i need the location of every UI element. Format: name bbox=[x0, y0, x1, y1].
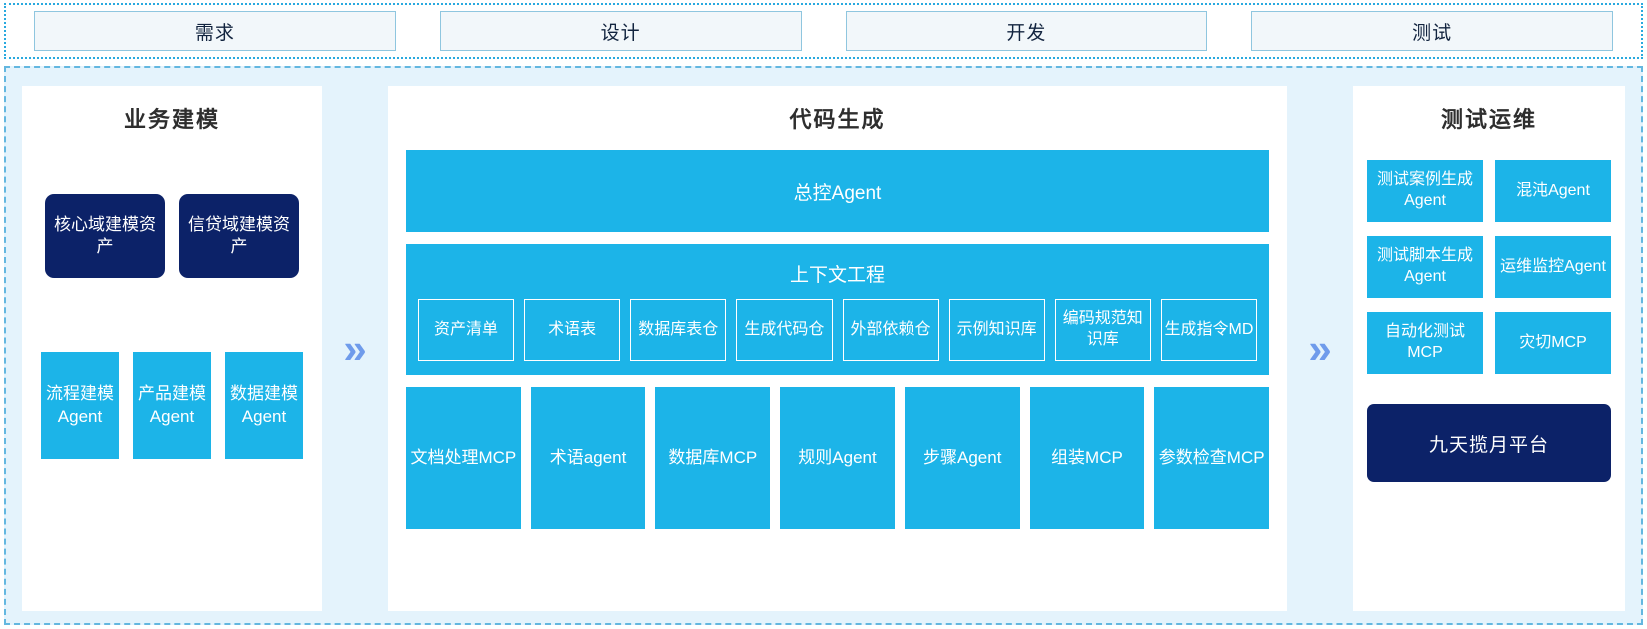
context-item-label: 示例知识库 bbox=[956, 320, 1037, 338]
asset-card-credit-domain[interactable]: 信贷域建模资产 bbox=[179, 194, 299, 278]
context-item-row: 资产清单 术语表 数据库表仓 生成代码仓 外部依赖仓 bbox=[418, 299, 1257, 361]
panel-title-code-generation: 代码生成 bbox=[789, 107, 886, 132]
context-item-glossary[interactable]: 术语表 bbox=[524, 299, 621, 361]
asset-card-label: 信贷域建模资产 bbox=[188, 214, 290, 256]
panel-test-operations: 测试运维 测试案例生成Agent 混沌Agent 测试脚本生成Agent 运维监… bbox=[1353, 86, 1625, 611]
platform-card-jiutian-lanyue[interactable]: 九天揽月平台 bbox=[1367, 404, 1611, 482]
business-asset-row: 核心域建模资产 信贷域建模资产 bbox=[36, 194, 308, 278]
context-item-label: 数据库表仓 bbox=[638, 320, 719, 338]
tool-card-rule-agent[interactable]: 规则Agent bbox=[780, 387, 895, 529]
panel-code-generation: 代码生成 总控Agent 上下文工程 资产清单 术语表 bbox=[388, 86, 1287, 611]
test-ops-card-ops-monitoring-agent[interactable]: 运维监控Agent bbox=[1495, 236, 1611, 298]
context-item-asset-inventory[interactable]: 资产清单 bbox=[418, 299, 515, 361]
asset-card-label: 核心域建模资产 bbox=[54, 214, 156, 256]
tool-card-label: 规则Agent bbox=[798, 447, 877, 467]
test-ops-card-test-script-generation-agent[interactable]: 测试脚本生成Agent bbox=[1367, 236, 1483, 298]
context-item-label: 编码规范知识库 bbox=[1062, 310, 1143, 348]
platform-card-label: 九天揽月平台 bbox=[1428, 434, 1549, 456]
double-chevron-right-icon: » bbox=[322, 86, 388, 611]
test-ops-card-test-case-generation-agent[interactable]: 测试案例生成Agent bbox=[1367, 160, 1483, 222]
context-item-label: 生成代码仓 bbox=[744, 320, 825, 338]
stage-label: 测试 bbox=[1412, 22, 1453, 44]
agent-card-process-modeling[interactable]: 流程建模Agent bbox=[41, 352, 119, 459]
context-item-generation-instruction-md[interactable]: 生成指令MD bbox=[1160, 299, 1257, 361]
stage-box-design[interactable]: 设计 bbox=[439, 11, 802, 51]
test-ops-card-grid: 测试案例生成Agent 混沌Agent 测试脚本生成Agent 运维监控Agen… bbox=[1367, 160, 1611, 374]
business-agent-row: 流程建模Agent 产品建模Agent 数据建模Agent bbox=[36, 352, 308, 459]
context-engineering-title: 上下文工程 bbox=[789, 265, 885, 286]
tool-card-label: 术语agent bbox=[549, 447, 627, 467]
chevron-glyph: » bbox=[1308, 324, 1332, 372]
tool-card-document-processing-mcp[interactable]: 文档处理MCP bbox=[406, 387, 521, 529]
main-area: 业务建模 核心域建模资产 信贷域建模资产 流程建模Agent 产品建模Agent… bbox=[4, 66, 1643, 625]
context-engineering-block: 上下文工程 资产清单 术语表 数据库表仓 生成代码仓 bbox=[406, 244, 1269, 375]
double-chevron-right-icon-2: » bbox=[1287, 86, 1353, 611]
tool-card-assembly-mcp[interactable]: 组装MCP bbox=[1029, 387, 1145, 529]
stage-label: 需求 bbox=[194, 22, 235, 44]
agent-card-product-modeling[interactable]: 产品建模Agent bbox=[133, 352, 211, 459]
stage-label: 设计 bbox=[600, 22, 641, 44]
context-item-label: 资产清单 bbox=[434, 320, 499, 338]
context-item-label: 外部依赖仓 bbox=[850, 320, 931, 338]
panel-business-modeling: 业务建模 核心域建模资产 信贷域建模资产 流程建模Agent 产品建模Agent… bbox=[22, 86, 322, 611]
panel-title-business-modeling: 业务建模 bbox=[123, 107, 220, 132]
test-ops-card-label: 灾切MCP bbox=[1519, 333, 1587, 351]
test-ops-card-label: 混沌Agent bbox=[1516, 181, 1590, 199]
agent-card-label: 数据建模Agent bbox=[230, 384, 298, 426]
chevron-glyph: » bbox=[343, 324, 367, 372]
context-item-label: 术语表 bbox=[548, 320, 597, 338]
test-ops-card-label: 测试脚本生成Agent bbox=[1376, 247, 1473, 285]
tool-card-label: 步骤Agent bbox=[923, 447, 1002, 467]
stage-bar: 需求 设计 开发 测试 bbox=[4, 3, 1643, 59]
code-generation-content: 总控Agent 上下文工程 资产清单 术语表 数据库表仓 bbox=[406, 150, 1270, 529]
tool-card-label: 参数检查MCP bbox=[1158, 447, 1265, 467]
tool-card-label: 数据库MCP bbox=[668, 447, 758, 467]
master-control-agent-label: 总控Agent bbox=[793, 182, 882, 204]
stage-box-testing[interactable]: 测试 bbox=[1251, 11, 1613, 51]
context-item-label: 生成指令MD bbox=[1164, 320, 1254, 338]
asset-card-core-domain[interactable]: 核心域建模资产 bbox=[45, 194, 165, 278]
tool-card-row: 文档处理MCP 术语agent 数据库MCP 规则Agent 步骤Agent bbox=[406, 387, 1270, 529]
agent-card-label: 流程建模Agent bbox=[46, 384, 114, 426]
master-control-agent-banner[interactable]: 总控Agent bbox=[406, 150, 1269, 232]
context-item-external-dependency-repo[interactable]: 外部依赖仓 bbox=[842, 299, 939, 361]
tool-card-step-agent[interactable]: 步骤Agent bbox=[904, 387, 1020, 529]
test-ops-card-label: 运维监控Agent bbox=[1500, 257, 1606, 275]
stage-label: 开发 bbox=[1006, 22, 1047, 44]
context-item-db-table-repo[interactable]: 数据库表仓 bbox=[630, 299, 727, 361]
stage-box-requirements[interactable]: 需求 bbox=[34, 11, 396, 51]
tool-card-database-mcp[interactable]: 数据库MCP bbox=[655, 387, 771, 529]
panel-title-test-operations: 测试运维 bbox=[1440, 107, 1537, 132]
agent-card-data-modeling[interactable]: 数据建模Agent bbox=[225, 352, 303, 459]
test-ops-card-label: 自动化测试MCP bbox=[1384, 323, 1465, 361]
test-ops-card-automated-test-mcp[interactable]: 自动化测试MCP bbox=[1367, 312, 1483, 374]
context-item-generated-code-repo[interactable]: 生成代码仓 bbox=[736, 299, 833, 361]
tool-card-parameter-check-mcp[interactable]: 参数检查MCP bbox=[1154, 387, 1270, 529]
agent-card-label: 产品建模Agent bbox=[138, 384, 206, 426]
test-ops-card-disaster-switch-mcp[interactable]: 灾切MCP bbox=[1495, 312, 1611, 374]
context-item-coding-standard-kb[interactable]: 编码规范知识库 bbox=[1054, 299, 1151, 361]
test-ops-card-label: 测试案例生成Agent bbox=[1376, 171, 1473, 209]
test-ops-card-chaos-agent[interactable]: 混沌Agent bbox=[1495, 160, 1611, 222]
tool-card-label: 组装MCP bbox=[1051, 447, 1123, 467]
tool-card-glossary-agent[interactable]: 术语agent bbox=[530, 387, 646, 529]
stage-box-development[interactable]: 开发 bbox=[845, 11, 1208, 51]
tool-card-label: 文档处理MCP bbox=[410, 447, 517, 467]
context-item-example-knowledge-base[interactable]: 示例知识库 bbox=[948, 299, 1045, 361]
